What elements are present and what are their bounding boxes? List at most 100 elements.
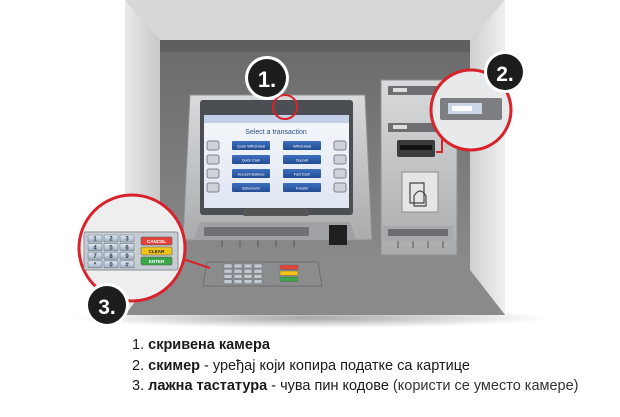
svg-text:CANCEL: CANCEL xyxy=(147,239,166,244)
speaker-panel xyxy=(329,225,347,245)
keypad-shelf xyxy=(202,261,323,287)
svg-text:7: 7 xyxy=(93,254,97,260)
keypad-key-0[interactable]: 0 xyxy=(103,260,119,269)
svg-text:9: 9 xyxy=(125,254,129,260)
keypad-small-function-key xyxy=(279,264,299,270)
svg-text:#: # xyxy=(125,263,129,269)
svg-text:Withdrawal: Withdrawal xyxy=(293,145,311,149)
legend-3-number: 3. xyxy=(132,378,145,394)
card-instruction-panel xyxy=(401,171,439,213)
screen-option-right-4[interactable]: Transfer xyxy=(283,183,321,192)
screen-side-buttons-left xyxy=(206,140,220,193)
keypad-key-4[interactable]: 4 xyxy=(87,243,103,252)
screen-side-buttons-right xyxy=(333,140,347,193)
screen-option-left-2[interactable]: Quick Cash xyxy=(232,155,270,164)
svg-text:ENTER: ENTER xyxy=(149,259,165,264)
marker-3-label: 3. xyxy=(98,296,116,319)
keypad-key-5[interactable]: 5 xyxy=(103,243,119,252)
legend-1-number: 1. xyxy=(132,337,145,353)
screen-card-slot xyxy=(243,209,309,216)
svg-text:Quick Cash: Quick Cash xyxy=(242,159,261,163)
svg-text:3: 3 xyxy=(125,237,129,243)
keypad-small-key xyxy=(233,269,243,274)
keypad-small-key xyxy=(223,279,233,284)
keypad-small-function-key xyxy=(279,270,299,276)
screen-option-right-1[interactable]: Withdrawal xyxy=(283,141,321,150)
svg-text:6: 6 xyxy=(125,245,129,251)
keypad-key-clear[interactable]: CLEAR xyxy=(140,246,173,256)
svg-text:Account Balance: Account Balance xyxy=(238,173,265,177)
screen-option-left-1[interactable]: Quick Withdrawal xyxy=(232,141,270,150)
keypad-key-cancel[interactable]: CANCEL xyxy=(140,236,173,246)
legend: 1. скривена камера 2. скимер - уређај ко… xyxy=(132,335,612,397)
legend-3-text: - чува пин кодове xyxy=(267,378,393,394)
screen-option-right-2[interactable]: Deposit xyxy=(283,155,321,164)
marker-1 xyxy=(248,59,286,97)
screen-option-left-4[interactable]: Statements xyxy=(232,183,270,192)
keypad-key-2[interactable]: 2 xyxy=(103,234,119,243)
svg-text:5: 5 xyxy=(109,245,113,251)
keypad-small-key xyxy=(253,274,263,279)
keypad-key-9[interactable]: 9 xyxy=(119,251,135,260)
keypad-small-key xyxy=(253,263,263,269)
svg-text:2: 2 xyxy=(109,237,113,243)
svg-text:Quick Withdrawal: Quick Withdrawal xyxy=(237,145,265,149)
legend-2-title: скимер xyxy=(148,357,201,374)
keypad-small-function-key xyxy=(279,276,299,282)
keypad-small xyxy=(223,263,299,284)
camera-highlight-circle xyxy=(272,94,298,120)
keypad-small-key xyxy=(243,279,253,284)
keypad-small-key xyxy=(253,269,263,274)
svg-text:CLEAR: CLEAR xyxy=(149,249,166,254)
marker-1-label: 1. xyxy=(258,67,276,92)
legend-item-3: 3. лажна тастатура - чува пин кодове (ко… xyxy=(132,376,612,397)
svg-text:4: 4 xyxy=(93,245,97,251)
svg-text:*: * xyxy=(94,263,97,269)
marker-2 xyxy=(487,54,523,90)
keypad-key-*[interactable]: * xyxy=(87,260,103,269)
legend-item-1: 1. скривена камера xyxy=(132,335,612,356)
keypad-key-#[interactable]: # xyxy=(119,260,135,269)
keypad-key-6[interactable]: 6 xyxy=(119,243,135,252)
svg-text:Transfer: Transfer xyxy=(295,187,309,191)
svg-text:Deposit: Deposit xyxy=(296,159,308,163)
legend-1-title: скривена камера xyxy=(148,337,270,353)
keypad-small-key xyxy=(253,279,263,284)
screen-title: Select a transaction xyxy=(245,129,307,136)
svg-text:8: 8 xyxy=(109,254,113,260)
svg-text:Statements: Statements xyxy=(242,187,260,191)
keypad-key-enter[interactable]: ENTER xyxy=(140,256,173,266)
keypad-small-key xyxy=(243,263,253,269)
frame-top xyxy=(125,0,505,40)
frame-right xyxy=(470,0,505,315)
keypad-small-key xyxy=(223,263,233,269)
keypad-key-1[interactable]: 1 xyxy=(87,234,103,243)
keypad-small-key xyxy=(233,274,243,279)
keypad-small-key xyxy=(243,274,253,279)
legend-2-text: - уређај који копира податке са картице xyxy=(200,357,470,374)
keypad-large: 1 2 3 4 5 6 7 8 9 * 0 # CANCEL CLEAR ENTER xyxy=(83,231,179,271)
shelf-ribs xyxy=(221,240,295,247)
keypad-small-key xyxy=(233,263,243,269)
atm-screen xyxy=(204,115,349,208)
keypad-key-8[interactable]: 8 xyxy=(103,251,119,260)
svg-text:1: 1 xyxy=(93,237,97,243)
legend-2-number: 2. xyxy=(132,357,145,374)
svg-text:0: 0 xyxy=(109,263,113,269)
screen-option-left-3[interactable]: Account Balance xyxy=(232,169,270,178)
keypad-small-key xyxy=(233,279,243,284)
keypad-small-key xyxy=(223,269,233,274)
screen-option-right-3[interactable]: Fast Cash xyxy=(283,169,321,178)
svg-text:Fast Cash: Fast Cash xyxy=(294,173,310,177)
cash-slot xyxy=(204,227,309,236)
marker-3 xyxy=(88,286,126,324)
legend-3-note: (користи се уместо камере) xyxy=(392,378,579,394)
keypad-key-7[interactable]: 7 xyxy=(87,251,103,260)
legend-3-title: лажна тастатура xyxy=(148,378,268,394)
legend-item-2: 2. скимер - уређај који копира податке с… xyxy=(132,356,612,377)
keypad-key-3[interactable]: 3 xyxy=(119,234,135,243)
hand-card-icon xyxy=(413,190,427,207)
keypad-small-key xyxy=(243,269,253,274)
